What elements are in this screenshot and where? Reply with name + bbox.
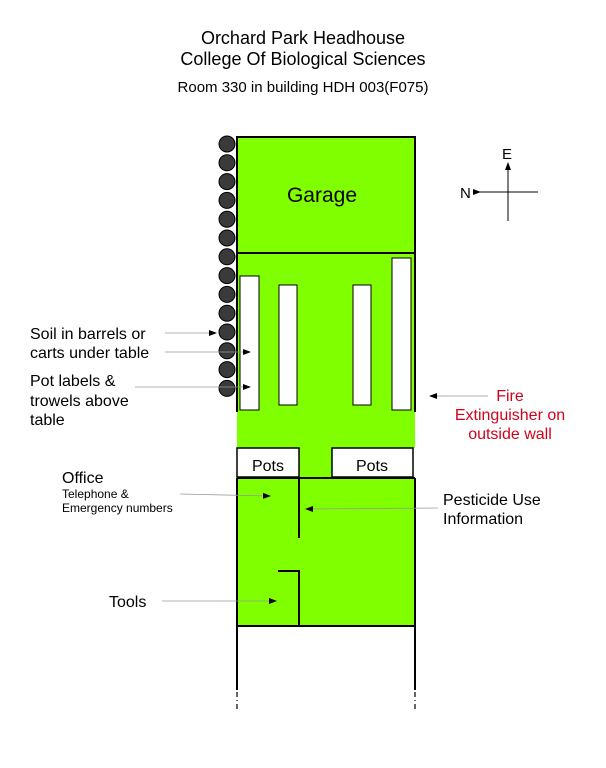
barrel-icon — [218, 173, 236, 191]
tools-label: Tools — [109, 594, 146, 611]
pots-right-box — [331, 447, 414, 478]
table-1 — [239, 275, 260, 411]
barrels — [218, 135, 236, 397]
tables — [239, 257, 412, 411]
pot-labels-line2: trowels above — [30, 393, 129, 410]
office-sub-line2: Emergency numbers — [62, 501, 173, 515]
pot-labels-line1: Pot labels & — [30, 373, 116, 390]
barrel-icon — [218, 323, 236, 341]
barrel-icon — [218, 210, 236, 228]
compass-north-label: N — [460, 185, 471, 202]
office-area — [237, 478, 415, 626]
room-subtitle: Room 330 in building HDH 003(F075) — [177, 79, 429, 96]
fire-line1: Fire — [496, 388, 524, 405]
barrel-icon — [218, 304, 236, 322]
barrel-icon — [218, 379, 236, 397]
office-title: Office — [62, 470, 104, 487]
barrel-icon — [218, 342, 236, 360]
barrel-icon — [218, 229, 236, 247]
leader-arrows — [135, 330, 488, 604]
pots-right-label: Pots — [356, 458, 388, 475]
office-sub-line1: Telephone & — [62, 487, 129, 501]
pots-left-label: Pots — [252, 458, 284, 475]
walls — [236, 136, 416, 712]
barrel-icon — [218, 154, 236, 172]
barrel-icon — [218, 135, 236, 153]
greenhouse-area — [237, 253, 415, 448]
table-2 — [278, 284, 298, 406]
pot-labels-line3: table — [30, 412, 65, 429]
title-line-1: Orchard Park Headhouse — [200, 28, 406, 48]
compass-east-label: E — [502, 146, 512, 163]
pots-left-box — [236, 447, 300, 478]
soil-label-line2: carts under table — [30, 345, 149, 362]
compass-icon — [473, 162, 538, 221]
barrel-icon — [218, 361, 236, 379]
pesticide-arrow — [305, 505, 439, 512]
barrel-icon — [218, 267, 236, 285]
title-line-2: College Of Biological Sciences — [180, 49, 426, 69]
table-3 — [352, 284, 372, 406]
pesticide-line1: Pesticide Use — [443, 492, 541, 509]
fire-line3: outside wall — [468, 426, 552, 443]
pesticide-line2: Information — [443, 511, 523, 528]
fire-line2: Extinguisher on — [455, 407, 565, 424]
soil-label-line1: Soil in barrels or — [30, 326, 146, 343]
office-arrow — [179, 492, 271, 499]
garage-label: Garage — [287, 184, 357, 207]
barrel-icon — [218, 248, 236, 266]
table-4 — [391, 257, 412, 411]
barrel-icon — [218, 191, 236, 209]
barrel-icon — [218, 285, 236, 303]
garage-area — [237, 137, 415, 253]
